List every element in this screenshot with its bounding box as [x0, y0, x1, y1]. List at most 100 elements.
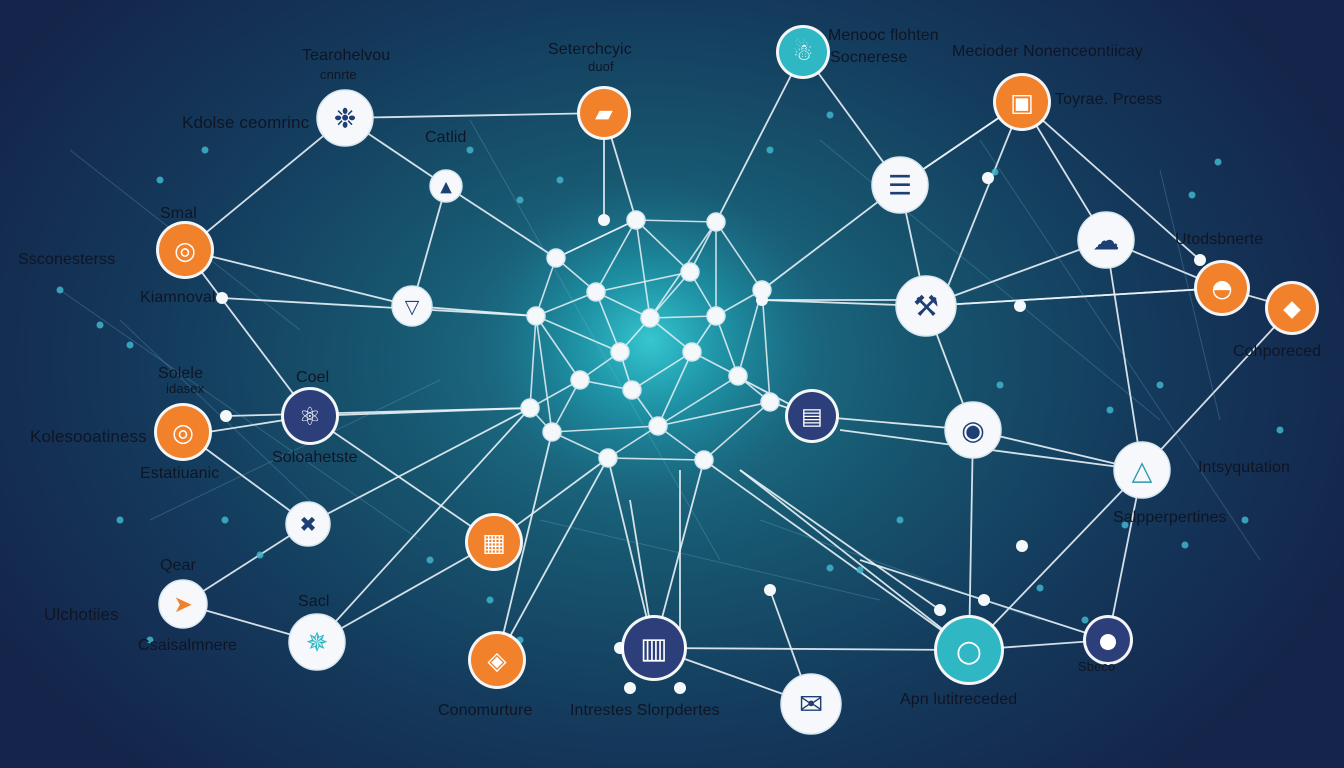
label-menoc-sub: Socnerese — [830, 50, 907, 66]
joint-node — [216, 292, 228, 304]
chat-bubble-icon: ▣ — [993, 73, 1051, 131]
joint-node — [934, 604, 946, 616]
hub-node — [587, 283, 605, 301]
background-link — [60, 290, 420, 540]
svg-text:◈: ◈ — [487, 646, 507, 675]
network-edge — [345, 113, 604, 118]
scatter-dot — [827, 565, 834, 572]
hub-node — [571, 371, 589, 389]
shield-icon: ◓ — [1194, 260, 1250, 316]
network-edge — [740, 470, 969, 650]
svg-text:☃: ☃ — [793, 38, 814, 66]
joint-node — [1014, 300, 1026, 312]
scatter-dot — [1242, 517, 1249, 524]
scatter-dot — [1107, 407, 1114, 414]
hub-node — [543, 423, 561, 441]
network-edge — [926, 288, 1222, 306]
svg-text:▽: ▽ — [405, 296, 420, 318]
scatter-dot — [517, 197, 524, 204]
svg-text:◆: ◆ — [1283, 296, 1301, 322]
label-sconesters: Ssconesterss — [18, 252, 115, 268]
network-edge — [704, 460, 969, 650]
svg-text:◉: ◉ — [961, 416, 985, 447]
scatter-dot — [767, 147, 774, 154]
joint-node — [982, 172, 994, 184]
hub-node — [695, 451, 713, 469]
network-edge — [185, 118, 345, 250]
target-icon: ◎ — [154, 403, 212, 461]
label-teamwork-sub: cnnrte — [320, 68, 357, 81]
document-icon: ✉ — [781, 674, 841, 734]
scatter-dot — [127, 342, 134, 349]
joint-node — [756, 294, 768, 306]
joint-node — [764, 584, 776, 596]
svg-text:◎: ◎ — [172, 418, 194, 447]
hub-node — [683, 343, 701, 361]
scatter-dot — [1189, 192, 1196, 199]
scatter-dot — [117, 517, 124, 524]
message-icon: ○ — [934, 615, 1004, 685]
svg-text:◎: ◎ — [174, 236, 196, 265]
scatter-dot — [157, 177, 164, 184]
label-utodsbnerts: Utodsbnerte — [1175, 232, 1263, 248]
svg-text:☁: ☁ — [1093, 226, 1120, 257]
hub-node — [707, 307, 725, 325]
label-coel: Coel — [296, 370, 329, 386]
scatter-dot — [202, 147, 209, 154]
label-tonrae: Toyrae. Prcess — [1055, 92, 1162, 108]
label-selectaclo-sub: duof — [588, 60, 614, 73]
svg-text:▲: ▲ — [440, 177, 452, 195]
hub-node — [707, 213, 725, 231]
svg-text:▦: ▦ — [482, 528, 506, 557]
label-meclder: Mecioder Nonenceontiicay — [952, 44, 1143, 60]
scatter-dot — [487, 597, 494, 604]
svg-text:▰: ▰ — [595, 101, 613, 127]
scatter-dot — [467, 147, 474, 154]
screen-icon: ▤ — [785, 389, 839, 443]
scatter-dot — [1277, 427, 1284, 434]
network-edge — [226, 408, 530, 416]
scatter-dot — [827, 112, 834, 119]
background-link — [980, 140, 1260, 560]
chat-bubble-icon: ◈ — [468, 631, 526, 689]
label-scole-sub: idasex — [166, 382, 204, 395]
svg-text:○: ○ — [956, 634, 982, 669]
network-edge — [1106, 240, 1142, 470]
scatter-dot — [857, 567, 864, 574]
network-edge — [308, 408, 530, 524]
svg-text:▤: ▤ — [801, 404, 823, 430]
tools-icon: ⚒ — [896, 276, 956, 336]
scatter-dot — [257, 552, 264, 559]
svg-text:❉: ❉ — [334, 104, 357, 135]
target-icon: ◎ — [156, 221, 214, 279]
scatter-dot — [557, 177, 564, 184]
delta-icon: △ — [1114, 442, 1170, 498]
label-kolesoatnes: Kolesooatiness — [30, 428, 147, 445]
screen-icon: ▥ — [621, 615, 687, 681]
hub-node — [627, 211, 645, 229]
laptop-icon: ▦ — [465, 513, 523, 571]
scatter-dot — [897, 517, 904, 524]
label-salppersines: Salpperpertines — [1113, 510, 1227, 526]
label-conomature: Conomurture — [438, 703, 532, 719]
scatter-dot — [427, 557, 434, 564]
label-cohporeced: Cohporeced — [1233, 344, 1321, 360]
label-solobonste: Soloahetste — [272, 450, 358, 466]
hub-node — [641, 309, 659, 327]
hub-node — [527, 307, 545, 325]
svg-text:➤: ➤ — [173, 592, 192, 618]
hub-node — [649, 417, 667, 435]
background-link — [760, 520, 1040, 620]
label-apn: Apn lutitreceded — [900, 692, 1017, 708]
atom-icon: ⚛ — [281, 387, 339, 445]
label-catlid: Catlid — [425, 130, 467, 146]
network-edge — [1142, 308, 1292, 470]
scatter-dot — [1082, 617, 1089, 624]
svg-text:▥: ▥ — [640, 631, 667, 665]
svg-text:☰: ☰ — [888, 171, 912, 202]
scatter-dot — [1037, 585, 1044, 592]
svg-text:◓: ◓ — [1212, 275, 1233, 303]
hub-node — [599, 449, 617, 467]
label-menoc: Menooc flohten — [828, 28, 939, 44]
